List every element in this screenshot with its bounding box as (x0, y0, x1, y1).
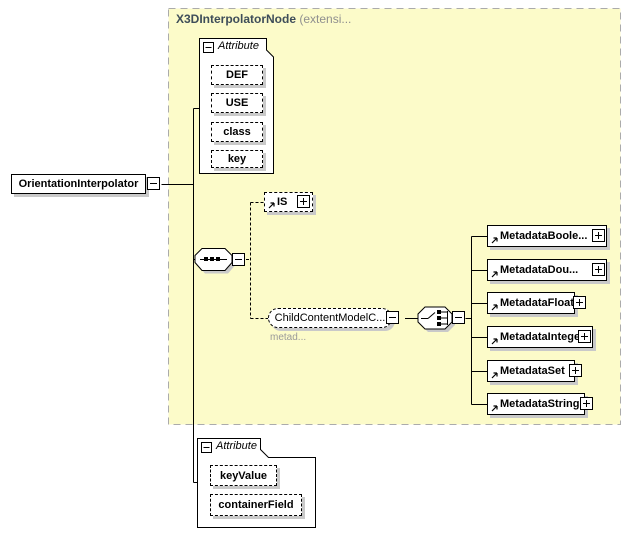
element-is[interactable]: IS (264, 192, 313, 212)
collapse-icon[interactable] (203, 42, 214, 53)
attribute-use[interactable]: USE (211, 93, 263, 113)
element-orientationinterpolator[interactable]: OrientationInterpolator (11, 174, 160, 194)
group-annotation: metad... (270, 332, 307, 343)
element-metadataboolean[interactable]: MetadataBoole... (487, 225, 607, 247)
attribute-class[interactable]: class (211, 122, 263, 142)
expand-icon[interactable] (580, 397, 593, 410)
collapse-icon[interactable] (232, 253, 245, 266)
group-label: ChildContentModelC... (274, 312, 386, 324)
reference-arrow-icon (490, 371, 499, 380)
collapse-icon[interactable] (386, 311, 399, 324)
reference-arrow-icon (490, 404, 499, 413)
element-label: MetadataBoole... (500, 230, 588, 242)
region-title: X3DInterpolatorNode (extensi... (176, 12, 351, 26)
attribute-keyvalue[interactable]: keyValue (210, 465, 277, 486)
expand-icon[interactable] (592, 263, 605, 276)
region-title-text: X3DInterpolatorNode (176, 12, 297, 26)
reference-arrow-icon (490, 337, 499, 346)
expand-icon[interactable] (578, 330, 591, 343)
element-label: MetadataString (500, 398, 580, 410)
choice-connector[interactable] (417, 306, 455, 332)
sequence-icon (200, 257, 227, 261)
element-metadatastring[interactable]: MetadataString (487, 393, 593, 415)
collapse-icon[interactable] (201, 442, 212, 453)
reference-arrow-icon (490, 270, 499, 279)
element-metadatainteger[interactable]: MetadataInteger (487, 326, 593, 348)
expand-icon[interactable] (569, 364, 582, 377)
expand-icon[interactable] (592, 229, 605, 242)
reference-arrow-icon (490, 303, 499, 312)
element-label: IS (277, 196, 288, 208)
group-childcontentmodel[interactable]: ChildContentModelC... (268, 308, 399, 328)
reference-arrow-icon (490, 236, 499, 245)
element-metadatafloat[interactable]: MetadataFloat (487, 292, 586, 314)
tree-line-choice (405, 236, 487, 405)
expand-icon[interactable] (297, 195, 310, 208)
sequence-connector[interactable] (194, 248, 235, 274)
collapse-icon[interactable] (452, 311, 465, 324)
tree-line-root (161, 108, 200, 483)
choice-icon (421, 310, 448, 326)
tree-line-optional (246, 202, 268, 319)
expand-icon[interactable] (573, 296, 586, 309)
element-label: MetadataDou... (500, 264, 579, 276)
element-label: MetadataSet (500, 365, 565, 377)
element-metadatadouble[interactable]: MetadataDou... (487, 259, 607, 281)
attribute-def[interactable]: DEF (211, 65, 263, 85)
collapse-icon[interactable] (147, 177, 160, 190)
element-metadataset[interactable]: MetadataSet (487, 360, 582, 382)
attribute-key[interactable]: key (211, 150, 263, 168)
element-label: MetadataInteger (500, 331, 585, 343)
element-label: OrientationInterpolator (18, 178, 139, 190)
region-subtitle-text: (extensi... (299, 12, 352, 26)
attribute-containerfield[interactable]: containerField (210, 494, 302, 516)
reference-arrow-icon (267, 201, 276, 210)
attribute-group-top-title: Attribute (218, 40, 259, 52)
attribute-group-bottom-title: Attribute (216, 440, 257, 452)
element-label: MetadataFloat (500, 297, 574, 309)
